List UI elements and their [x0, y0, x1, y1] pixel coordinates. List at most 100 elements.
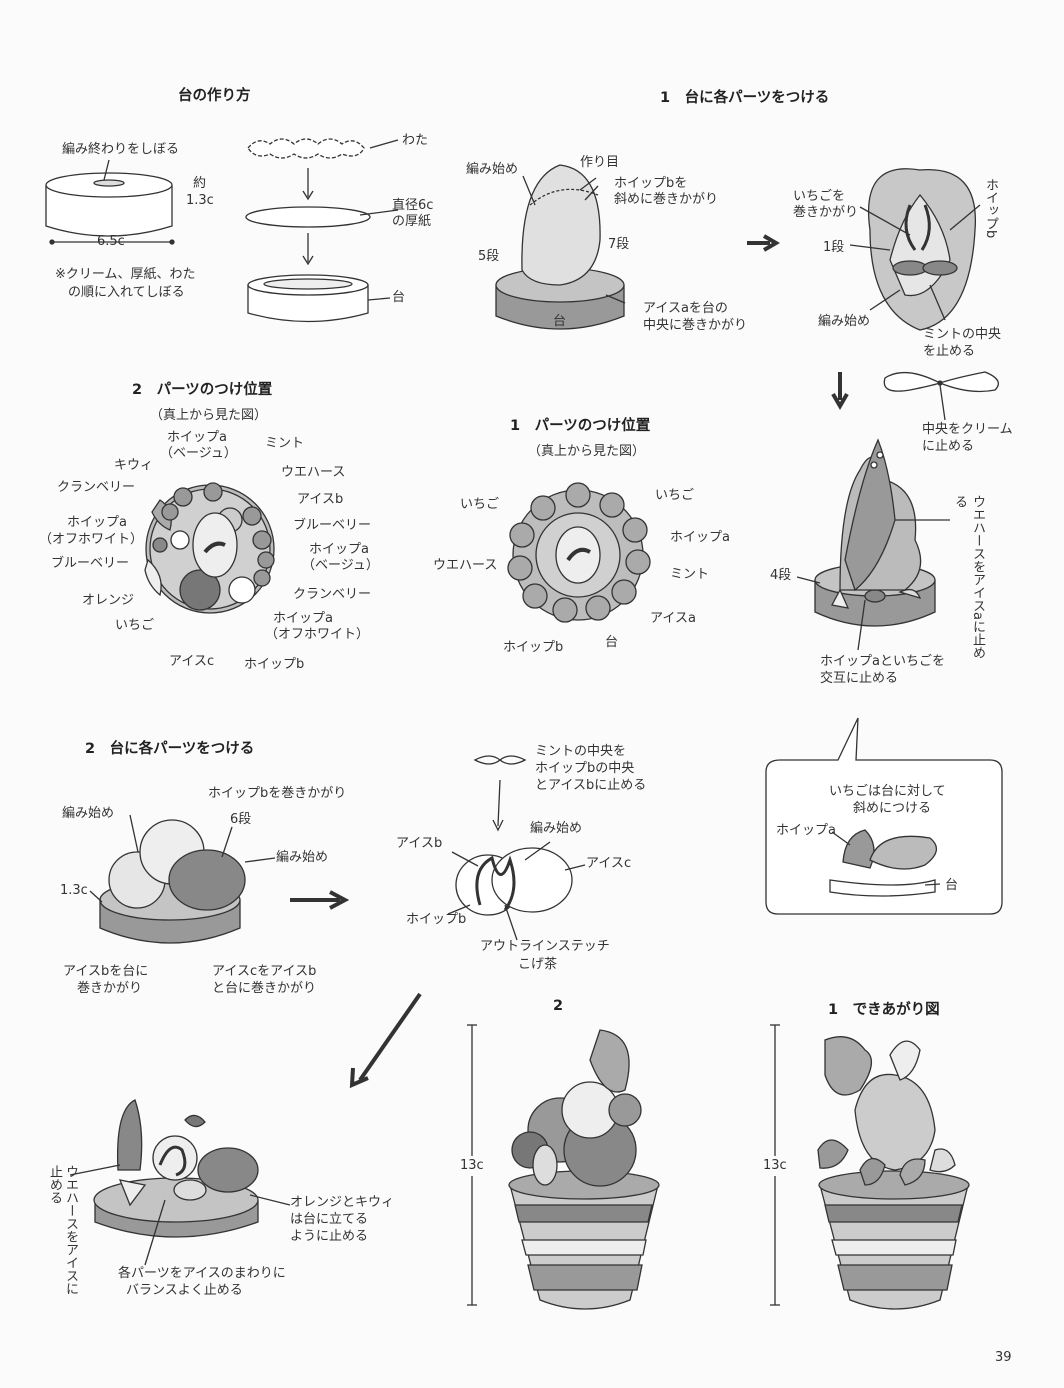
p2-strawberry: いちご — [115, 618, 155, 633]
position-1-top-view — [507, 482, 651, 623]
callout-box — [765, 717, 1003, 915]
attach-2-step3 — [69, 1099, 291, 1266]
a2-start-m: 編み始め — [530, 821, 583, 836]
section-title-attach-1: 1 台に各パーツをつける — [660, 90, 830, 106]
p2-cranberry-l: クランベリー — [57, 480, 136, 495]
finished-label-1: 1 できあがり図 — [828, 1002, 940, 1018]
a2-whip-b: ホイップbを巻きかがり — [208, 786, 347, 801]
p2-kiwi: キウィ — [114, 458, 154, 473]
p2-whip-a-off: ホイップa — [67, 515, 127, 530]
p2-whip-a-beige: ホイップa — [167, 430, 227, 445]
attach-2-step1 — [89, 814, 276, 944]
p2-whip-a-beige-2: （ベージュ） — [160, 446, 237, 461]
base-cylinder-diagram — [45, 159, 175, 245]
note-line-1: ※クリーム、厚紙、わた — [55, 267, 196, 282]
label-tie-end: 編み終わりをしぼる — [62, 142, 180, 157]
p1-whip-b: ホイップb — [503, 640, 564, 655]
p2-whip-a-off-2: （オフホワイト） — [39, 532, 144, 547]
label-straw-1: いちごを — [793, 189, 846, 204]
label-alt-1: ホイップaといちごを — [820, 654, 945, 669]
label-row7: 7段 — [608, 237, 630, 252]
label-mint-2: を止める — [923, 344, 976, 359]
finished-label-2: 2 — [553, 998, 564, 1014]
label-base-2: 台 — [553, 314, 567, 329]
label-card-1: 直径6c — [392, 198, 434, 213]
p1-straw-r: いちご — [655, 488, 695, 503]
finished-height-2: 13c — [460, 1156, 484, 1176]
section-title-attach-2: 2 台に各パーツをつける — [85, 741, 255, 757]
a2-mint-2: ホイップbの中央 — [535, 761, 635, 776]
a2-whip-b-m: ホイップb — [406, 912, 467, 927]
position-2-top-view — [144, 482, 275, 614]
label-ice-a-1: アイスaを台の — [643, 301, 728, 316]
a2-orange-2: は台に立てる — [290, 1212, 369, 1227]
p2-whip-a-beige-r: ホイップa — [309, 542, 369, 557]
label-row1: 1段 — [823, 240, 845, 255]
arrow-right-1 — [747, 234, 780, 252]
a2-orange-1: オレンジとキウィ — [290, 1195, 395, 1210]
p2-ice-c: アイスc — [169, 654, 215, 669]
attach-1-step2 — [849, 168, 981, 331]
p2-blueberry-r: ブルーベリー — [293, 518, 372, 533]
label-cream-1: 中央をクリーム — [922, 422, 1013, 437]
a2-parts-2: バランスよく止める — [126, 1283, 243, 1298]
a2-mint-1: ミントの中央を — [535, 744, 627, 759]
a2-start-l: 編み始め — [62, 806, 115, 821]
p1-base: 台 — [605, 635, 619, 650]
a2-mint-3: とアイスbに止める — [535, 778, 647, 793]
label-card-2: の厚紙 — [392, 214, 432, 229]
label-whip-b-vertical: ホイップb — [983, 178, 998, 239]
callout-whip-a: ホイップa — [776, 823, 836, 838]
a2-start-r: 編み始め — [276, 850, 329, 865]
label-base: 台 — [392, 290, 406, 305]
section-title-position-1: 1 パーツのつけ位置 — [510, 418, 651, 434]
a2-height: 1.3c — [60, 883, 88, 898]
callout-line-1: いちごは台に対して — [829, 784, 946, 799]
a2-ice-b-2: 巻きかがり — [77, 981, 143, 996]
a2-wafer-vertical: ウエハースをアイスに止める — [47, 1165, 78, 1295]
label-wafer-vertical: ウエハースをアイスaに止める — [952, 495, 985, 659]
p1-mint: ミント — [670, 567, 710, 582]
a2-stitch-2: こげ茶 — [518, 957, 558, 972]
section-title-base: 台の作り方 — [178, 88, 251, 104]
label-width: 6.5c — [97, 234, 125, 249]
attach-2-step2 — [447, 755, 586, 941]
label-row4: 4段 — [770, 568, 792, 583]
a2-ice-b: アイスb — [396, 836, 443, 851]
p2-whip-a-beige-r2: （ベージュ） — [302, 558, 379, 573]
p1-whip-a: ホイップa — [670, 530, 730, 545]
page-number: 39 — [995, 1350, 1012, 1365]
p2-whip-a-off-r: ホイップa — [273, 611, 333, 626]
label-ice-a-2: 中央に巻きかがり — [643, 318, 748, 333]
finished-piece-1 — [770, 1024, 970, 1310]
a2-parts-1: 各パーツをアイスのまわりに — [118, 1266, 286, 1281]
a2-row6: 6段 — [230, 812, 252, 827]
arrow-diagonal — [349, 992, 422, 1089]
label-start: 編み始め — [466, 162, 519, 177]
a2-ice-c-2: と台に巻きかがり — [212, 981, 317, 996]
label-whip-b-1: ホイップbを — [614, 176, 688, 191]
label-straw-2: 巻きかがり — [793, 205, 859, 220]
attach-1-step3 — [796, 438, 950, 651]
cotton-diagram — [245, 138, 399, 323]
p1-wafer: ウエハース — [433, 558, 498, 573]
arrow-down — [831, 372, 849, 410]
a2-orange-3: ように止める — [290, 1229, 369, 1244]
label-cream-2: に止める — [922, 439, 975, 454]
subtitle-position-1: （真上から見た図） — [528, 444, 646, 459]
a2-ice-c: アイスc — [586, 856, 632, 871]
p2-orange: オレンジ — [82, 593, 135, 608]
p1-straw-l: いちご — [460, 497, 500, 512]
label-row5: 5段 — [478, 249, 500, 264]
p2-mint: ミント — [265, 436, 305, 451]
a2-ice-b-1: アイスbを台に — [63, 964, 149, 979]
label-height-approx: 約 — [193, 176, 207, 191]
finished-piece-2 — [467, 1024, 660, 1310]
note-line-2: の順に入れてしぼる — [68, 285, 185, 300]
p1-ice-a: アイスa — [650, 611, 696, 626]
attach-1-step1 — [495, 164, 626, 330]
a2-stitch-1: アウトラインステッチ — [480, 939, 610, 954]
p2-ice-b: アイスb — [297, 492, 344, 507]
